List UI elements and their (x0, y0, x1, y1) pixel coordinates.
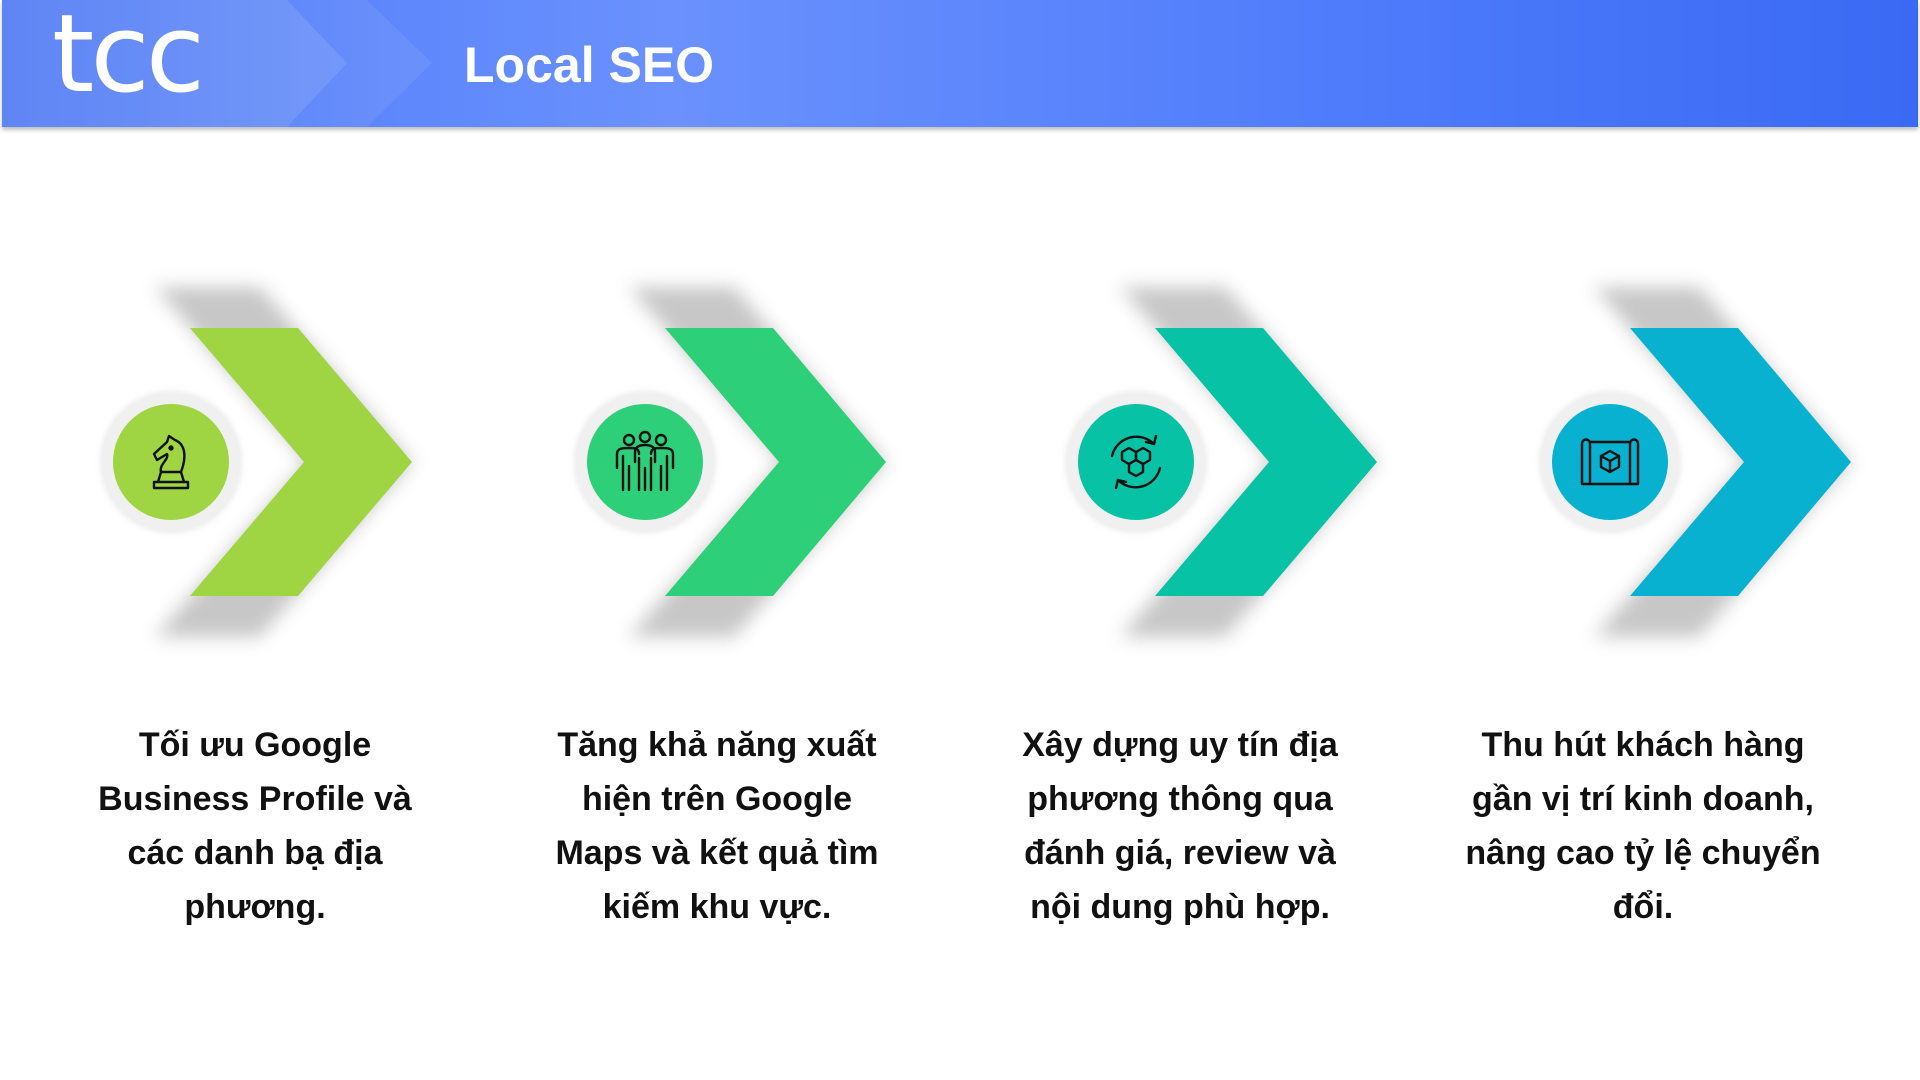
step-1-description: Tối ưu Google Business Profile và các da… (98, 726, 412, 926)
step-3 (1065, 287, 1377, 637)
step-2-circle (587, 404, 703, 520)
step-4-description: Thu hút khách hàng gần vị trí kinh doanh… (1465, 726, 1821, 926)
brand-logo: tcc (52, 0, 205, 117)
refresh-hexagons-icon (1110, 434, 1162, 490)
header-chevron-decoration (2, 0, 432, 127)
step-1-chevron (190, 328, 412, 596)
header-bar: tcc Local SEO (2, 0, 1918, 127)
step-3-description: Xây dựng uy tín địa phương thông qua đán… (1022, 726, 1338, 926)
step-3-chevron (1155, 328, 1377, 596)
step-2 (574, 287, 886, 637)
step-4-chevron (1630, 328, 1851, 596)
step-2-chevron (665, 328, 886, 596)
step-1 (100, 287, 412, 637)
step-2-description: Tăng khả năng xuất hiện trên Google Maps… (555, 726, 879, 926)
step-1-circle (113, 404, 229, 520)
team-group-icon (615, 430, 675, 492)
step-3-circle (1078, 404, 1194, 520)
map-box-icon (1580, 438, 1640, 486)
step-4 (1539, 287, 1851, 637)
chess-knight-icon (152, 434, 190, 490)
page-title: Local SEO (464, 37, 715, 93)
